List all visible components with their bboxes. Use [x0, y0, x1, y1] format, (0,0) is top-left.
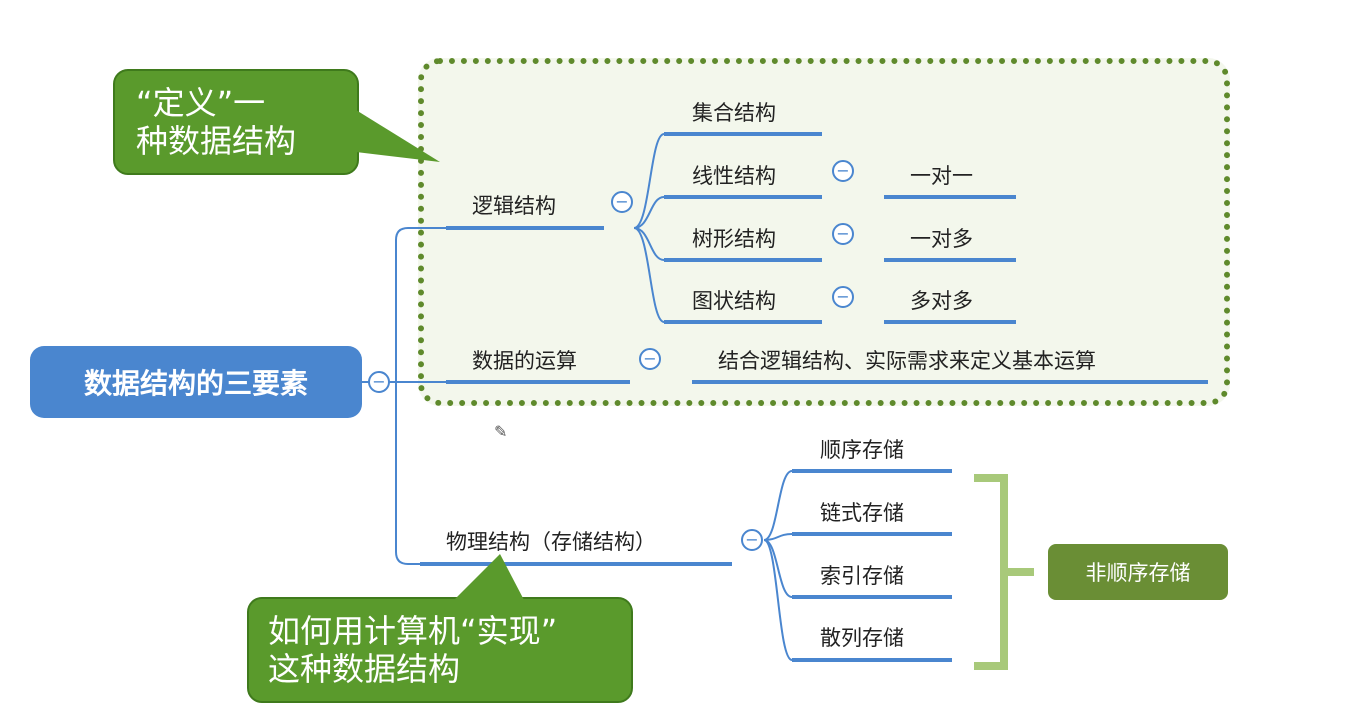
- linear-collapse-icon[interactable]: −: [832, 160, 854, 182]
- graph-collapse-icon[interactable]: −: [832, 286, 854, 308]
- sequential-storage-node[interactable]: 顺序存储: [820, 438, 904, 462]
- definition-callout-line1: “定义”一: [136, 84, 266, 122]
- many-to-many-node[interactable]: 多对多: [910, 289, 973, 313]
- logical-structure-node[interactable]: 逻辑结构: [472, 194, 556, 218]
- linear-structure-node[interactable]: 线性结构: [692, 164, 776, 188]
- non-sequential-storage-tag[interactable]: 非顺序存储: [1048, 544, 1228, 600]
- pencil-icon: ✎: [494, 422, 508, 441]
- physical-structure-node[interactable]: 物理结构（存储结构）: [446, 530, 656, 554]
- implementation-callout-line2: 这种数据结构: [268, 650, 461, 688]
- implementation-callout: 如何用计算机“实现” 这种数据结构: [268, 612, 628, 688]
- operations-collapse-icon[interactable]: −: [639, 348, 661, 370]
- graph-structure-node[interactable]: 图状结构: [692, 289, 776, 313]
- definition-callout: “定义”一 种数据结构: [136, 84, 346, 160]
- root-node[interactable]: 数据结构的三要素: [30, 346, 362, 418]
- tree-collapse-icon[interactable]: −: [832, 223, 854, 245]
- logical-ops-highlight-region: [418, 58, 1230, 406]
- hashed-storage-node[interactable]: 散列存储: [820, 626, 904, 650]
- root-collapse-icon[interactable]: −: [368, 371, 390, 393]
- implementation-callout-line1: 如何用计算机“实现”: [268, 612, 558, 650]
- definition-callout-line2: 种数据结构: [136, 122, 297, 160]
- implementation-callout-shape: [247, 554, 633, 703]
- set-structure-node[interactable]: 集合结构: [692, 101, 776, 125]
- root-label: 数据结构的三要素: [83, 367, 308, 400]
- tree-structure-node[interactable]: 树形结构: [692, 227, 776, 251]
- logical-collapse-icon[interactable]: −: [611, 191, 633, 213]
- physical-collapse-icon[interactable]: −: [741, 529, 763, 551]
- operations-detail-node[interactable]: 结合逻辑结构、实际需求来定义基本运算: [718, 349, 1096, 373]
- definition-callout-shape: [113, 69, 440, 175]
- data-operations-node[interactable]: 数据的运算: [472, 349, 577, 373]
- non-sequential-storage-label: 非顺序存储: [1085, 561, 1191, 585]
- one-to-many-node[interactable]: 一对多: [910, 227, 973, 251]
- linked-storage-node[interactable]: 链式存储: [820, 501, 904, 525]
- indexed-storage-node[interactable]: 索引存储: [820, 564, 904, 588]
- one-to-one-node[interactable]: 一对一: [910, 164, 973, 188]
